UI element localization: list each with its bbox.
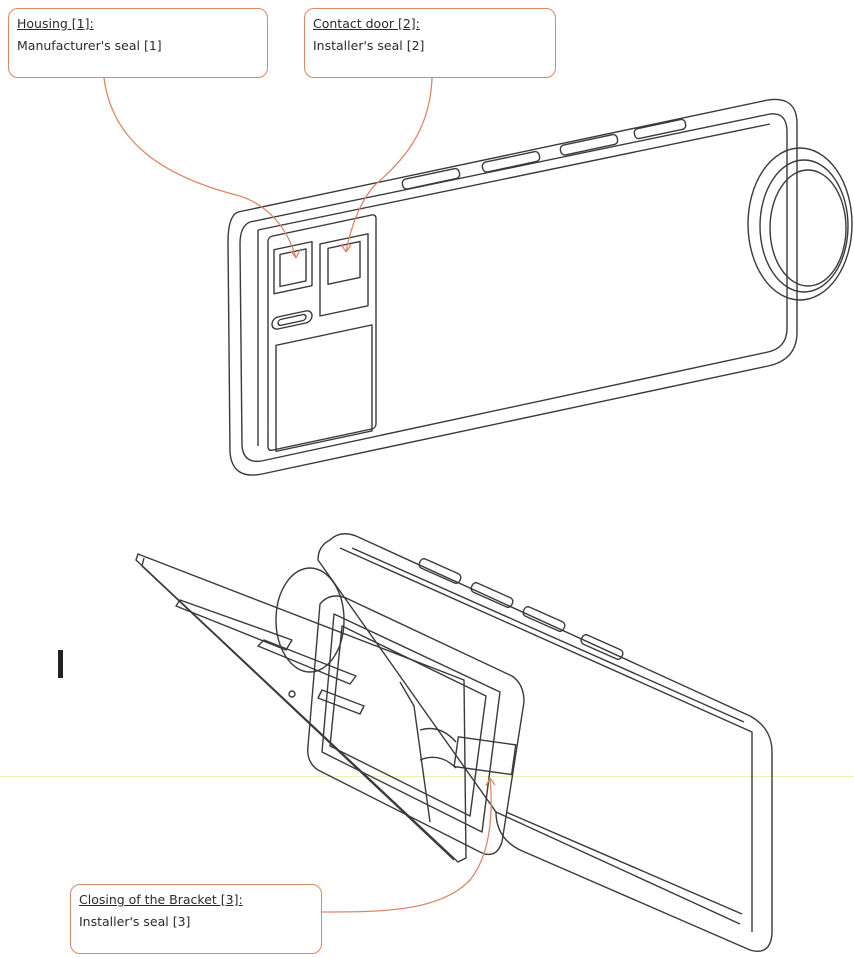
leader-lines (103, 77, 496, 913)
bracket-callout-body: Installer's seal [3] (79, 914, 191, 929)
arrowhead-door (340, 243, 352, 253)
device-top-view (227, 98, 853, 476)
leader-housing (103, 77, 297, 259)
leader-bracket (319, 777, 492, 913)
top-buttons (401, 118, 687, 190)
lens (747, 147, 853, 301)
housing-callout-title: Housing [1]: (17, 16, 94, 31)
contact-door-callout-title: Contact door [2]: (313, 16, 420, 31)
divider-line (0, 776, 854, 777)
bracket-callout: Closing of the Bracket [3]: Installer's … (70, 884, 322, 954)
housing-seal-window (273, 240, 313, 295)
seal-panel (267, 214, 377, 453)
housing-callout: Housing [1]: Manufacturer's seal [1] (8, 8, 268, 78)
arrowhead-bracket (485, 777, 496, 787)
bracket-callout-title: Closing of the Bracket [3]: (79, 892, 243, 907)
arrowhead-housing (290, 249, 301, 259)
housing-callout-body: Manufacturer's seal [1] (17, 38, 162, 53)
contact-door-callout-body: Installer's seal [2] (313, 38, 425, 53)
bracket (307, 595, 525, 856)
bracket-clip (453, 736, 517, 776)
cover-plate (135, 553, 467, 863)
device-bottom-view (135, 533, 773, 952)
text-cursor-mark (58, 650, 63, 678)
contact-door-window (319, 233, 369, 317)
lower-door (275, 324, 373, 453)
leader-door (345, 77, 433, 253)
contact-door-callout: Contact door [2]: Installer's seal [2] (304, 8, 556, 78)
